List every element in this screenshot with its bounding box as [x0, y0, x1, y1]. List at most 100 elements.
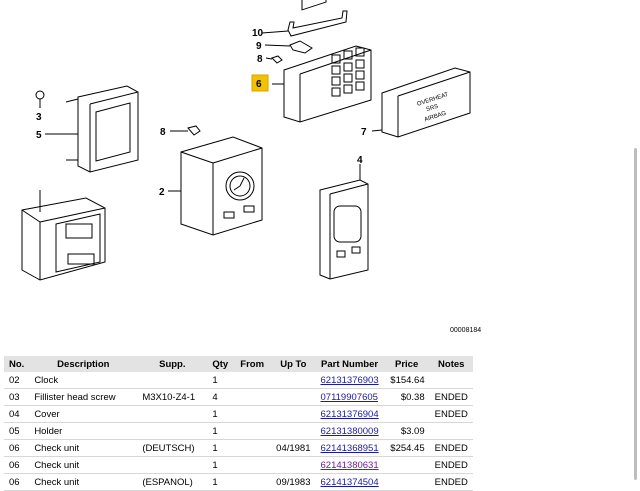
- cell-part-number: 62131380009: [315, 422, 384, 440]
- col-notes: Notes: [429, 356, 473, 372]
- part-8-screw-top: [265, 55, 283, 64]
- cell-from: [233, 456, 272, 474]
- cell-up-to: 09/1983: [271, 473, 316, 491]
- part-number-link[interactable]: 62131376903: [320, 374, 379, 386]
- part-8-screw-middle: [170, 125, 201, 136]
- callout-3: 3: [36, 112, 42, 123]
- cell-up-to: 04/1981: [271, 439, 316, 457]
- cell-up-to: [271, 422, 316, 440]
- callout-6-highlight: [251, 74, 269, 92]
- cell-part-number: 62141380631: [315, 456, 384, 474]
- part-number-link[interactable]: 62131380009: [320, 425, 379, 437]
- col-price: Price: [383, 356, 430, 372]
- cell-price: [383, 473, 430, 491]
- cell-part-number: 07119907605: [315, 388, 384, 406]
- cell-description: Cover: [29, 405, 138, 423]
- cell-supp: (ESPANOL): [137, 473, 208, 491]
- cell-from: [233, 439, 272, 457]
- cell-no: 03: [4, 388, 30, 406]
- col-part-number: Part Number: [315, 356, 384, 372]
- cell-price: $154.64: [383, 372, 430, 389]
- part-number-link[interactable]: 07119907605: [320, 391, 378, 403]
- cell-from: [233, 388, 272, 406]
- cell-up-to: [271, 372, 316, 389]
- col-from: From: [233, 356, 272, 372]
- cell-notes: ENDED: [429, 473, 473, 491]
- part-number-link[interactable]: 62141368951: [320, 442, 379, 454]
- cell-from: [233, 473, 272, 491]
- part-5-holder: [45, 85, 139, 173]
- cell-description: Check unit: [29, 473, 138, 491]
- cell-part-number: 62141368951: [315, 439, 384, 457]
- check-unit-housing: [21, 190, 106, 281]
- cell-notes: ENDED: [429, 456, 473, 474]
- cell-qty: 1: [207, 456, 234, 474]
- part-2-clock: [168, 136, 263, 236]
- cell-part-number: 62141374504: [315, 473, 384, 491]
- callout-8-top: 8: [257, 54, 263, 65]
- cell-from: [233, 372, 272, 389]
- cell-supp: [137, 456, 208, 474]
- part-number-link[interactable]: 62131376904: [320, 408, 379, 420]
- cell-no: 02: [4, 372, 30, 389]
- cell-no: 05: [4, 422, 30, 440]
- cell-qty: 1: [207, 372, 234, 389]
- callout-4: 4: [357, 155, 363, 166]
- callout-6: 6: [256, 79, 262, 90]
- callout-5: 5: [36, 130, 42, 141]
- part-4-cover-plate: [319, 164, 369, 280]
- cell-supp: [137, 372, 208, 389]
- cell-description: Clock: [29, 372, 138, 389]
- col-qty: Qty: [207, 356, 234, 372]
- cell-description: Holder: [29, 422, 138, 440]
- callout-9: 9: [256, 41, 262, 52]
- cell-qty: 1: [207, 422, 234, 440]
- cell-notes: ENDED: [429, 405, 473, 423]
- scrollbar[interactable]: [634, 148, 637, 480]
- part-number-link[interactable]: 62141374504: [320, 476, 379, 488]
- table-header-row: No. Description Supp. Qty From Up To Par…: [4, 356, 473, 372]
- cell-description: Check unit: [29, 439, 138, 457]
- cell-qty: 1: [207, 473, 234, 491]
- cell-supp: [137, 405, 208, 423]
- cell-supp: [137, 422, 208, 440]
- col-supp: Supp.: [137, 356, 208, 372]
- part-9-clip: [264, 40, 313, 54]
- part-number-link[interactable]: 62141380631: [320, 459, 379, 471]
- col-description: Description: [29, 356, 138, 372]
- cell-no: 04: [4, 405, 30, 423]
- parts-diagram: 10 9 8 6 3 5 8 2 7 4 OVERHEAT SRS AIRBAG: [21, 0, 471, 281]
- cell-qty: 1: [207, 405, 234, 423]
- col-no: No.: [4, 356, 30, 372]
- part-3-screw: [35, 90, 45, 108]
- cell-part-number: 62131376904: [315, 405, 384, 423]
- part-10-bracket: [261, 10, 348, 37]
- part-6-check-unit: [272, 0, 372, 123]
- cell-no: 06: [4, 439, 30, 457]
- cell-notes: [429, 372, 473, 389]
- cell-up-to: [271, 388, 316, 406]
- cell-no: 06: [4, 473, 30, 491]
- cell-from: [233, 405, 272, 423]
- cell-description: Fillister head screw: [29, 388, 138, 406]
- part-label-line2: SRS: [426, 104, 440, 114]
- cell-price: $0.38: [383, 388, 430, 406]
- cell-up-to: [271, 405, 316, 423]
- cell-price: [383, 456, 430, 474]
- cell-description: Check unit: [29, 456, 138, 474]
- callout-8-middle: 8: [160, 127, 166, 138]
- cell-part-number: 62131376903: [315, 372, 384, 389]
- cell-qty: 4: [207, 388, 234, 406]
- callout-2: 2: [159, 187, 165, 198]
- cell-supp: M3X10-Z4-1: [137, 388, 208, 406]
- cell-notes: ENDED: [429, 388, 473, 406]
- parts-table: No. Description Supp. Qty From Up To Par…: [4, 356, 473, 491]
- cell-price: $3.09: [383, 422, 430, 440]
- cell-notes: [429, 422, 473, 440]
